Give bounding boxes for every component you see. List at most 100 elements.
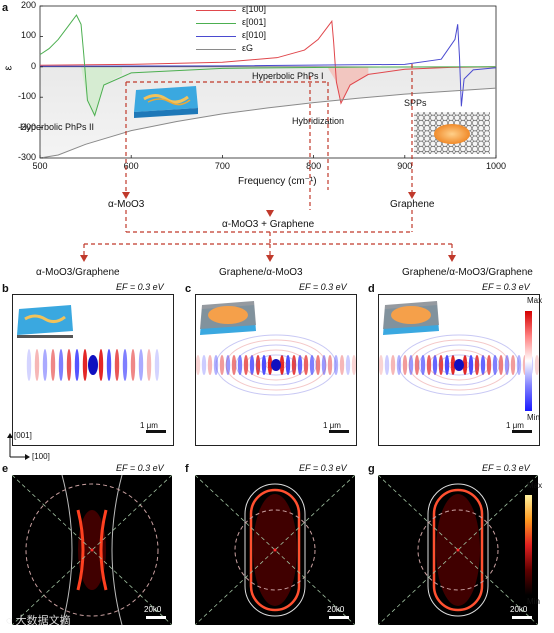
panel-g-label: g (368, 463, 375, 475)
panel-f-scale-bar (329, 616, 349, 619)
panel-b-scale-label: 1 μm (140, 421, 158, 430)
field-center (271, 359, 281, 371)
y-tick-label: 200 (20, 0, 36, 10)
legend-item-e010: ε[010] (196, 30, 296, 43)
kspace-origin (90, 548, 94, 552)
device-illustration-0 (17, 305, 73, 338)
x-tick-label: 800 (306, 161, 322, 171)
field-fringe (249, 355, 255, 375)
annotation-phps-ii: Hyperbolic PhPs II (20, 122, 95, 132)
x-tick-label: 500 (32, 161, 48, 171)
series-line-2 (39, 24, 497, 107)
colorbar-top-min: Min (527, 413, 540, 422)
flow-middle-label: α-MoO3 + Graphene (222, 219, 315, 230)
field-ring (418, 344, 500, 386)
field-fringe (333, 355, 339, 375)
colorbar-top (525, 311, 532, 411)
kspace-dashed-circle (25, 483, 159, 617)
panel-b-scale-bar (146, 430, 166, 433)
flow-right-label: Graphene (390, 199, 435, 210)
device-illustration-1 (200, 301, 256, 335)
kspace-branch (76, 509, 85, 591)
field-fringe (480, 355, 486, 375)
y-tick-label: 100 (20, 30, 36, 41)
panel-b-label: b (2, 283, 9, 295)
legend-item-e001: ε[001] (196, 17, 296, 30)
field-fringe (315, 355, 321, 375)
panel-d-ef: EF = 0.3 eV (482, 282, 530, 292)
kspace-white-contour (427, 483, 489, 617)
field-fringe (130, 349, 136, 381)
flow-left-label: α-MoO3 (108, 199, 145, 210)
colorbar-top-max: Max (527, 296, 543, 305)
y-tick-label: -100 (17, 91, 36, 102)
field-fringe (504, 355, 510, 375)
field-ring (245, 349, 307, 381)
field-fringe (327, 355, 333, 375)
field-fringe (345, 355, 351, 375)
field-ring (428, 349, 490, 381)
field-fringe (444, 355, 450, 375)
x-tick-label: 600 (123, 161, 139, 171)
panel-c-scale-bar (329, 430, 349, 433)
field-center (88, 355, 98, 375)
field-fringe (285, 355, 291, 375)
field-center (454, 359, 464, 371)
field-fringe (396, 355, 402, 375)
moo3-slab-image (130, 82, 202, 120)
panel-b-title: α-MoO3/Graphene (36, 267, 120, 278)
kspace-dashed-circle (234, 509, 316, 591)
field-fringe (279, 355, 285, 375)
field-fringe (213, 355, 219, 375)
panel-e-scale-bar (146, 616, 166, 619)
panel-f-kspace-map (195, 475, 355, 625)
field-fringe (432, 355, 438, 375)
panel-f-scale-label: 20k0 (327, 605, 345, 614)
panel-c-label: c (185, 283, 192, 295)
kspace-dashed-circle (417, 509, 499, 591)
x-tick-label: 700 (214, 161, 230, 171)
field-fringe (390, 355, 396, 375)
field-fringe (122, 349, 128, 381)
kspace-asymptote (378, 475, 538, 625)
kspace-white-contour (244, 483, 306, 617)
y-tick-label: -300 (17, 152, 36, 162)
series-line-1 (39, 14, 497, 117)
legend-item-eG: εG (196, 43, 296, 56)
field-fringe (42, 349, 48, 381)
y-tick-label: 0 (30, 60, 36, 71)
field-fringe (146, 349, 152, 381)
field-fringe (321, 355, 327, 375)
plot-frame (39, 5, 497, 159)
annotation-hybridization: Hybridization (292, 116, 345, 126)
field-ring (255, 354, 297, 376)
field-fringe (207, 355, 213, 375)
field-fringe (351, 355, 356, 375)
field-fringe (74, 349, 80, 381)
field-fringe (34, 349, 40, 381)
watermark: ◌ 大数据文摘 (6, 615, 71, 627)
field-fringe (66, 349, 72, 381)
field-ring (235, 344, 317, 386)
field-fringe (98, 349, 104, 381)
kspace-contour (432, 488, 484, 612)
field-fringe (379, 355, 384, 375)
field-ring (215, 334, 337, 396)
kspace-asymptote (12, 475, 172, 625)
panel-f-ef: EF = 0.3 eV (299, 463, 347, 473)
field-fringe (438, 355, 444, 375)
kspace-asymptote (195, 475, 355, 625)
panel-e-scale-label: 20k0 (144, 605, 162, 614)
kspace-branch (99, 509, 108, 591)
field-fringe (231, 355, 237, 375)
legend: ε[100] ε[001] ε[010] εG (196, 4, 296, 56)
annotation-spps: SPPs (404, 98, 427, 108)
field-fringe (303, 355, 309, 375)
field-fringe (492, 355, 498, 375)
device-illustration-2 (383, 301, 439, 335)
annotation-phps-i: Hyperbolic PhPs I (252, 71, 324, 81)
panel-f-label: f (185, 463, 189, 475)
panel-c-ef: EF = 0.3 eV (299, 282, 347, 292)
field-fringe (106, 349, 112, 381)
panel-d-label: d (368, 283, 375, 295)
